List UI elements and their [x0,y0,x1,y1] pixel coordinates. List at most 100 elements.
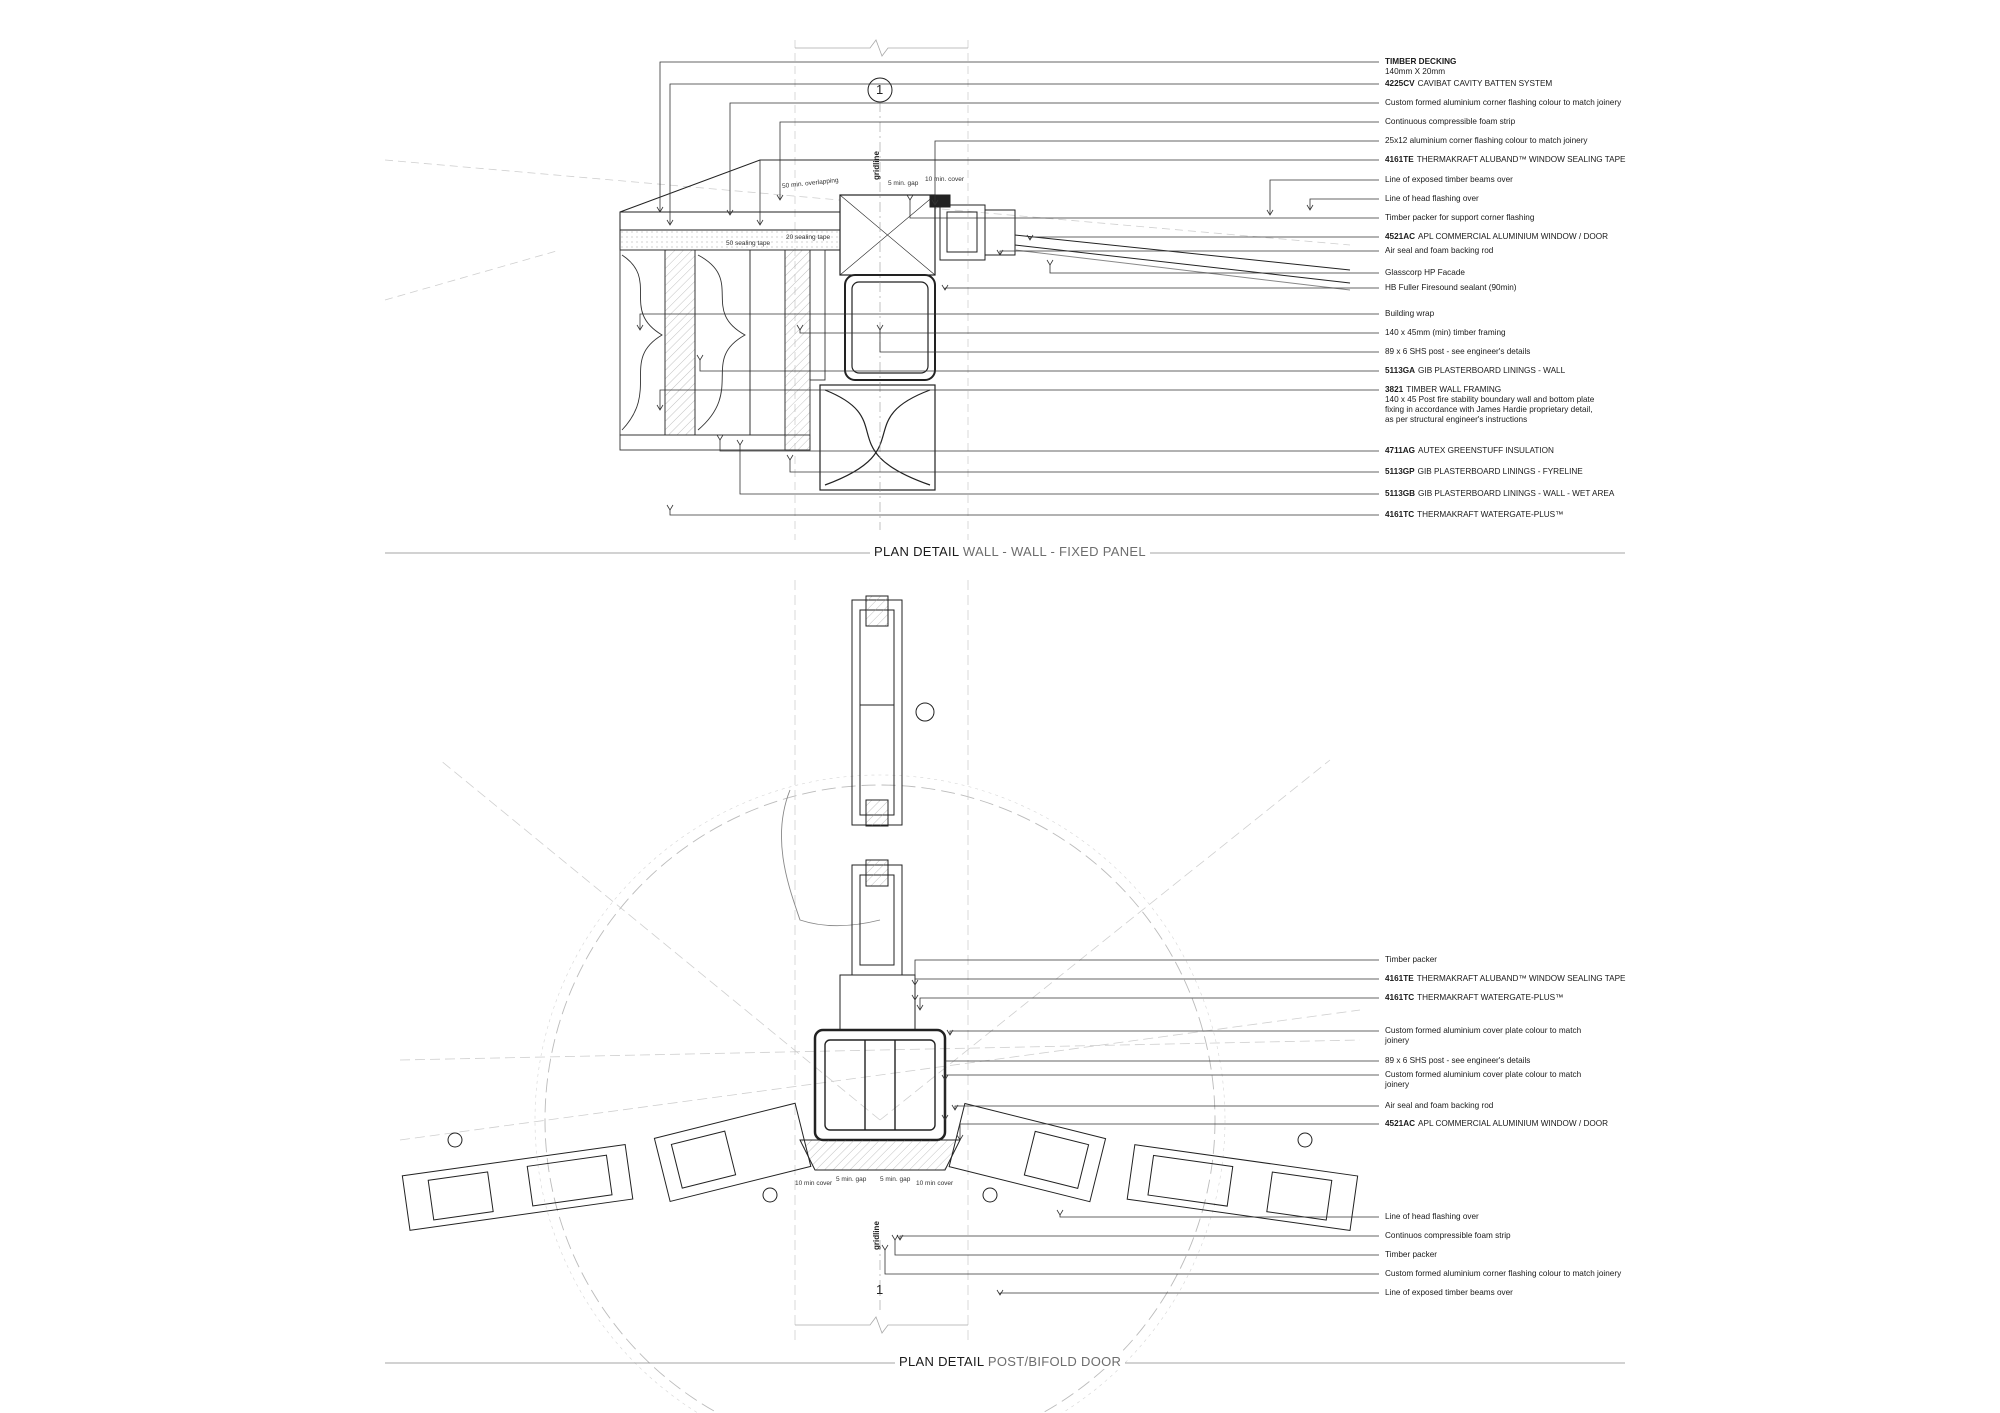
bottom-leader-7 [959,1123,1379,1140]
dim-cover-top: 10 min. cover [925,176,965,183]
bottom-leader-11 [884,1250,1379,1275]
bottom-leader-arrow-3 [946,1029,954,1036]
bottom-leader-arrow-10 [891,1234,899,1241]
top-label-12: HB Fuller Firesound sealant (90min) [1385,283,1517,292]
bottom-leader-12 [999,1292,1379,1295]
bottom-label-10: Timber packer [1385,1250,1438,1259]
top-leader-arrow-15 [876,324,884,331]
top-leader-arrow-3 [776,194,784,201]
top-leader-arrow-8 [906,194,914,201]
dim-tape2: 20 sealing tape [786,234,831,241]
bottom-label-5: Custom formed aluminium cover plate colo… [1385,1070,1582,1089]
top-leader-6 [1269,179,1379,215]
bottom-leader-arrow-1 [911,994,919,1001]
top-leader-20 [739,445,1379,495]
bottom-label-6: Air seal and foam backing rod [1385,1101,1494,1110]
dim-cover-left: 10 min cover [795,1180,833,1187]
top-leader-18 [719,440,1379,452]
detail-title-top-main: PLAN DETAIL [874,544,959,559]
top-leader-2 [729,102,1379,215]
top-leader-8 [909,200,1379,219]
bottom-leader-9 [899,1235,1379,1240]
top-leader-5 [759,159,1379,225]
bottom-leader-lines [881,959,1379,1296]
top-leader-1 [669,83,1379,225]
bottom-leader-4 [944,1060,1379,1080]
top-leader-arrow-20 [736,439,744,446]
top-leader-arrow-10 [996,249,1004,256]
bottom-leader-arrow-2 [916,1004,924,1011]
bottom-label-9: Continuos compressible foam strip [1385,1231,1511,1240]
dim-gap-top: 5 min. gap [888,180,919,187]
bottom-leader-arrow-12 [996,1289,1004,1296]
bottom-label-8: Line of head flashing over [1385,1212,1479,1221]
top-leader-arrow-6 [1266,209,1274,216]
top-leader-arrow-2 [726,209,734,216]
top-leader-arrow-5 [756,219,764,226]
top-label-13: Building wrap [1385,309,1435,318]
dim-gap-mid: 5 min. gap [836,1176,867,1183]
gridline-label-bottom: gridline [872,1221,881,1250]
dim-cover-right: 10 min cover [916,1180,954,1187]
detail-title-bottom-main: PLAN DETAIL [899,1354,984,1369]
bottom-leader-1 [914,978,1379,1000]
detail-title-top: PLAN DETAIL WALL - WALL - FIXED PANEL [870,544,1150,559]
top-leader-arrow-14 [796,324,804,331]
top-leader-10 [999,250,1379,255]
detail-title-bottom-sub: POST/BIFOLD DOOR [987,1354,1122,1369]
top-leader-19 [789,460,1379,473]
top-label-2: Custom formed aluminium corner flashing … [1385,98,1622,107]
dim-gap-mid2: 5 min. gap [880,1176,911,1183]
bottom-label-4: 89 x 6 SHS post - see engineer's details [1385,1056,1531,1065]
top-leader-arrow-21 [666,504,674,511]
top-leader-14 [799,330,1379,334]
bottom-leader-0 [914,959,1379,985]
top-label-3: Continuous compressible foam strip [1385,117,1516,126]
top-leader-21 [669,510,1379,516]
top-leader-arrow-7 [1306,204,1314,211]
top-leader-16 [699,360,1379,372]
top-leader-arrow-1 [666,219,674,226]
top-leader-arrow-17 [656,404,664,411]
top-label-15: 89 x 6 SHS post - see engineer's details [1385,347,1531,356]
top-leader-arrow-11 [1046,259,1054,266]
bottom-leader-arrow-5 [941,1114,949,1121]
top-label-8: Timber packer for support corner flashin… [1385,213,1535,222]
top-detail-drawing [384,39,1351,540]
top-label-4: 25x12 aluminium corner flashing colour t… [1385,136,1588,145]
bottom-detail-drawing [399,580,1361,1413]
top-label-10: Air seal and foam backing rod [1385,246,1494,255]
top-leader-0 [659,61,1379,212]
bottom-leader-5 [944,1074,1379,1120]
bottom-leader-3 [949,1030,1379,1035]
top-leader-3 [779,121,1379,200]
bottom-label-12: Line of exposed timber beams over [1385,1288,1513,1297]
detail-title-top-sub: WALL - WALL - FIXED PANEL [962,544,1146,559]
top-leader-arrow-18 [716,434,724,441]
top-leader-arrow-19 [786,454,794,461]
bottom-label-11: Custom formed aluminium corner flashing … [1385,1269,1622,1278]
bottom-leader-arrow-11 [881,1244,889,1251]
top-label-7: Line of head flashing over [1385,194,1479,203]
bottom-leader-arrow-8 [1056,1209,1064,1216]
top-leader-arrow-4 [931,199,939,206]
top-leader-arrow-12 [941,284,949,291]
bottom-leader-6 [954,1105,1379,1110]
bottom-leader-arrow-6 [951,1104,959,1111]
top-label-14: 140 x 45mm (min) timber framing [1385,328,1506,337]
gridline-label-top: gridline [872,151,881,180]
bottom-leader-10 [894,1240,1379,1256]
top-leader-4 [934,140,1379,205]
top-leader-15 [879,330,1379,353]
top-leader-arrow-13 [636,324,644,331]
bottom-leader-arrow-9 [896,1234,904,1241]
